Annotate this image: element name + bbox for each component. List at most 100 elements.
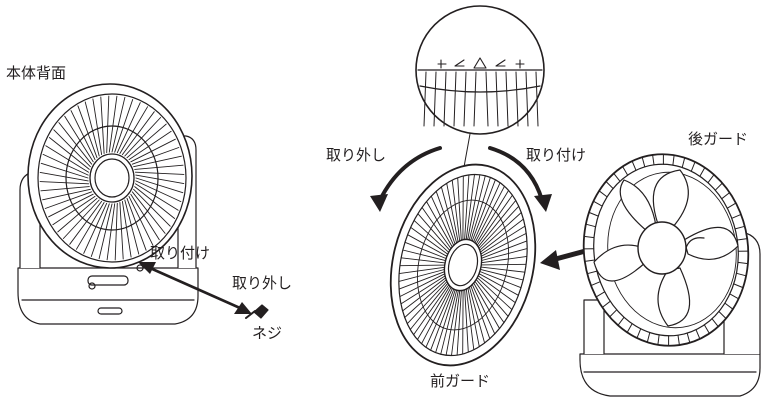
grille-rib <box>131 147 180 165</box>
guard-rib <box>398 271 445 290</box>
rim-tick <box>677 334 680 346</box>
rim-tick <box>724 302 734 310</box>
guard-rib <box>398 269 445 282</box>
guard-rib <box>435 289 456 354</box>
grille-rib <box>121 111 155 156</box>
grille-rib <box>119 202 124 260</box>
guard-rib <box>480 232 527 257</box>
detail-rib <box>515 71 519 127</box>
rim-tick <box>729 293 740 300</box>
grille-rib <box>53 129 91 168</box>
guard-rib <box>417 213 451 251</box>
rim-tick <box>721 192 731 200</box>
rim-tick <box>734 225 746 230</box>
guard-rib <box>479 212 522 251</box>
guard-rib <box>413 219 450 253</box>
rim-tick <box>622 166 629 176</box>
guard-rib <box>421 206 452 250</box>
rim-tick <box>631 160 637 171</box>
guard-rib <box>451 290 461 356</box>
grille-rib <box>111 96 126 153</box>
rim-tick <box>590 281 601 287</box>
rim-tick <box>686 332 691 344</box>
rim-tick <box>583 235 595 239</box>
guard-rib <box>471 284 496 335</box>
guard-rib <box>445 290 459 356</box>
guard-rib <box>481 240 528 259</box>
grille-rib <box>134 183 179 211</box>
guard-rib <box>402 277 447 312</box>
fan-body-front-view <box>579 153 761 397</box>
rim-tick <box>586 270 598 275</box>
grille-rib <box>45 145 90 173</box>
grille-rib <box>135 177 184 194</box>
rim-tick <box>718 311 727 319</box>
guard-rib <box>464 174 470 240</box>
rim-tick <box>695 329 701 340</box>
grille-rib <box>100 96 105 154</box>
guard-rib <box>404 279 447 318</box>
guard-rib <box>426 201 453 248</box>
grille-rib <box>135 180 182 203</box>
guard-rib <box>480 225 526 255</box>
rear-grille-ribs <box>39 95 185 261</box>
grille-rib <box>124 117 162 157</box>
rim-tick <box>617 316 625 326</box>
rim-tick <box>731 213 742 219</box>
grille-rib <box>39 171 89 182</box>
grille-rib <box>39 181 90 185</box>
grille-rib <box>52 195 96 226</box>
guard-rib <box>473 182 501 243</box>
guard-rib <box>398 266 445 275</box>
fan-blades <box>593 169 739 327</box>
grille-rib <box>77 105 98 159</box>
guard-rib <box>471 179 496 242</box>
guard-rib <box>467 174 481 240</box>
rim-tick <box>584 259 596 262</box>
label-remove-screw: 取り外し <box>232 274 293 292</box>
detail-zoom-circle <box>415 5 545 179</box>
guard-rib <box>467 287 480 348</box>
grille-rib <box>126 197 147 251</box>
guard-rib <box>474 185 505 244</box>
detail-rib <box>463 71 467 127</box>
rim-tick <box>595 291 606 298</box>
rim-tick <box>609 309 618 318</box>
grille-rib <box>84 101 100 157</box>
grille-rib <box>135 174 185 185</box>
rim-tick <box>626 323 633 333</box>
guard-rib <box>480 266 526 273</box>
detail-rib <box>473 71 477 127</box>
rim-tick <box>733 283 744 289</box>
guard-rib <box>465 288 475 351</box>
front-guard <box>389 163 537 367</box>
detail-rib <box>505 71 509 127</box>
guard-rib <box>468 286 486 344</box>
guard-rib <box>478 273 519 296</box>
rim-tick <box>707 174 715 184</box>
guard-rib <box>416 285 451 341</box>
rim-tick <box>690 161 696 172</box>
grille-rib <box>90 203 110 257</box>
guard-rib <box>399 273 446 298</box>
grille-rib <box>114 99 134 153</box>
rim-tick <box>601 300 611 308</box>
detail-rib <box>495 71 499 127</box>
guard-rib <box>409 282 449 330</box>
guard-rib <box>475 189 510 245</box>
guard-rib <box>421 286 452 345</box>
guard-rib <box>413 284 450 336</box>
guard-rib <box>400 257 446 264</box>
screw-direction-arrow <box>138 262 252 314</box>
guard-rib <box>440 186 458 244</box>
detail-rib <box>433 71 437 127</box>
rotate-remove-arrow <box>370 146 442 212</box>
guard-rib <box>481 255 528 264</box>
guard-rib <box>481 248 528 261</box>
rim-tick <box>726 202 737 209</box>
grille-rib <box>121 200 132 258</box>
rim-tick <box>736 238 748 241</box>
rim-tick <box>592 200 603 207</box>
label-attach-guard: 取り付け <box>526 146 587 164</box>
guard-rib <box>399 264 446 267</box>
